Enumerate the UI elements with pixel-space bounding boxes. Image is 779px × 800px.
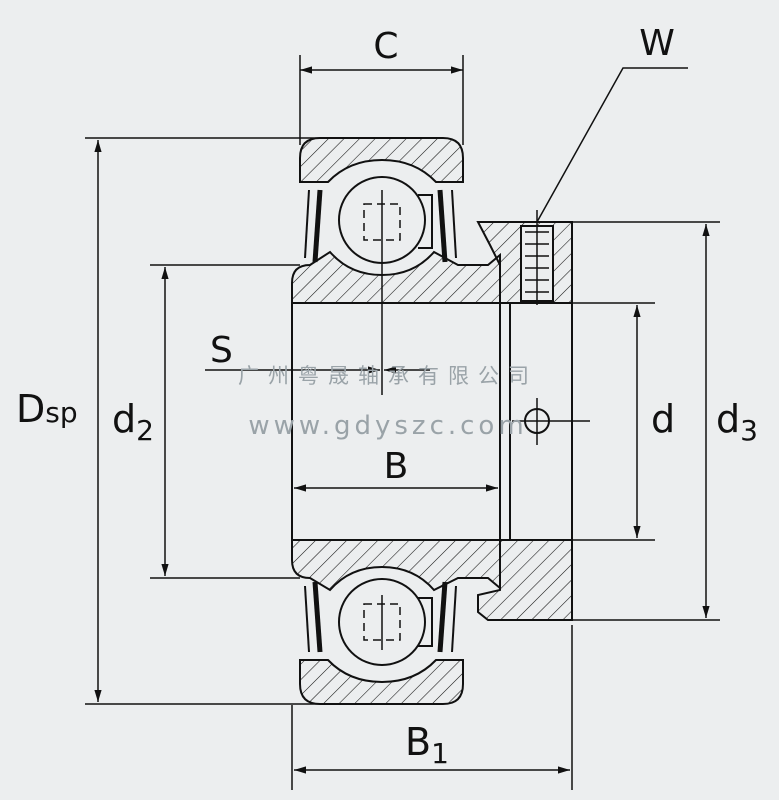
label-B1-main: B: [405, 720, 431, 764]
inner-ring-upper: [291, 250, 501, 304]
label-W: W: [639, 23, 675, 64]
locking-collar-lower: [477, 539, 573, 621]
extension-lines: [85, 55, 720, 790]
outer-ring-upper: [299, 137, 464, 183]
centerlines: [381, 190, 590, 650]
label-Dsp: Dsp: [16, 387, 78, 431]
ball-lower: [338, 578, 433, 666]
label-d2: d2: [112, 397, 154, 447]
labels: C W Dsp d2 S B d d3 B1: [16, 23, 758, 770]
label-B: B: [384, 446, 409, 487]
label-d3-main: d: [716, 397, 740, 441]
leader-W: [536, 67, 688, 223]
dimension-lines: [94, 66, 710, 774]
seal-lower: [304, 581, 457, 653]
inner-ring-lower: [291, 539, 501, 592]
label-d2-sub: 2: [136, 414, 154, 447]
label-d2-main: d: [112, 397, 136, 441]
label-Dsp-main: D: [16, 387, 45, 431]
label-C: C: [373, 26, 398, 67]
label-d3: d3: [716, 397, 758, 447]
label-Dsp-sub: sp: [45, 396, 77, 429]
label-d3-sub: 3: [740, 414, 758, 447]
label-d: d: [651, 397, 675, 441]
outer-ring-lower: [299, 659, 464, 705]
watermark-url: www.gdyszc.com: [248, 411, 527, 441]
label-B1: B1: [405, 720, 449, 770]
watermark: 广州粤晟轴承有限公司 www.gdyszc.com: [238, 364, 538, 441]
label-S: S: [210, 330, 233, 371]
label-B1-sub: 1: [431, 737, 449, 770]
ball-upper: [338, 176, 433, 264]
watermark-company: 广州粤晟轴承有限公司: [238, 364, 538, 388]
seal-upper: [304, 189, 457, 263]
